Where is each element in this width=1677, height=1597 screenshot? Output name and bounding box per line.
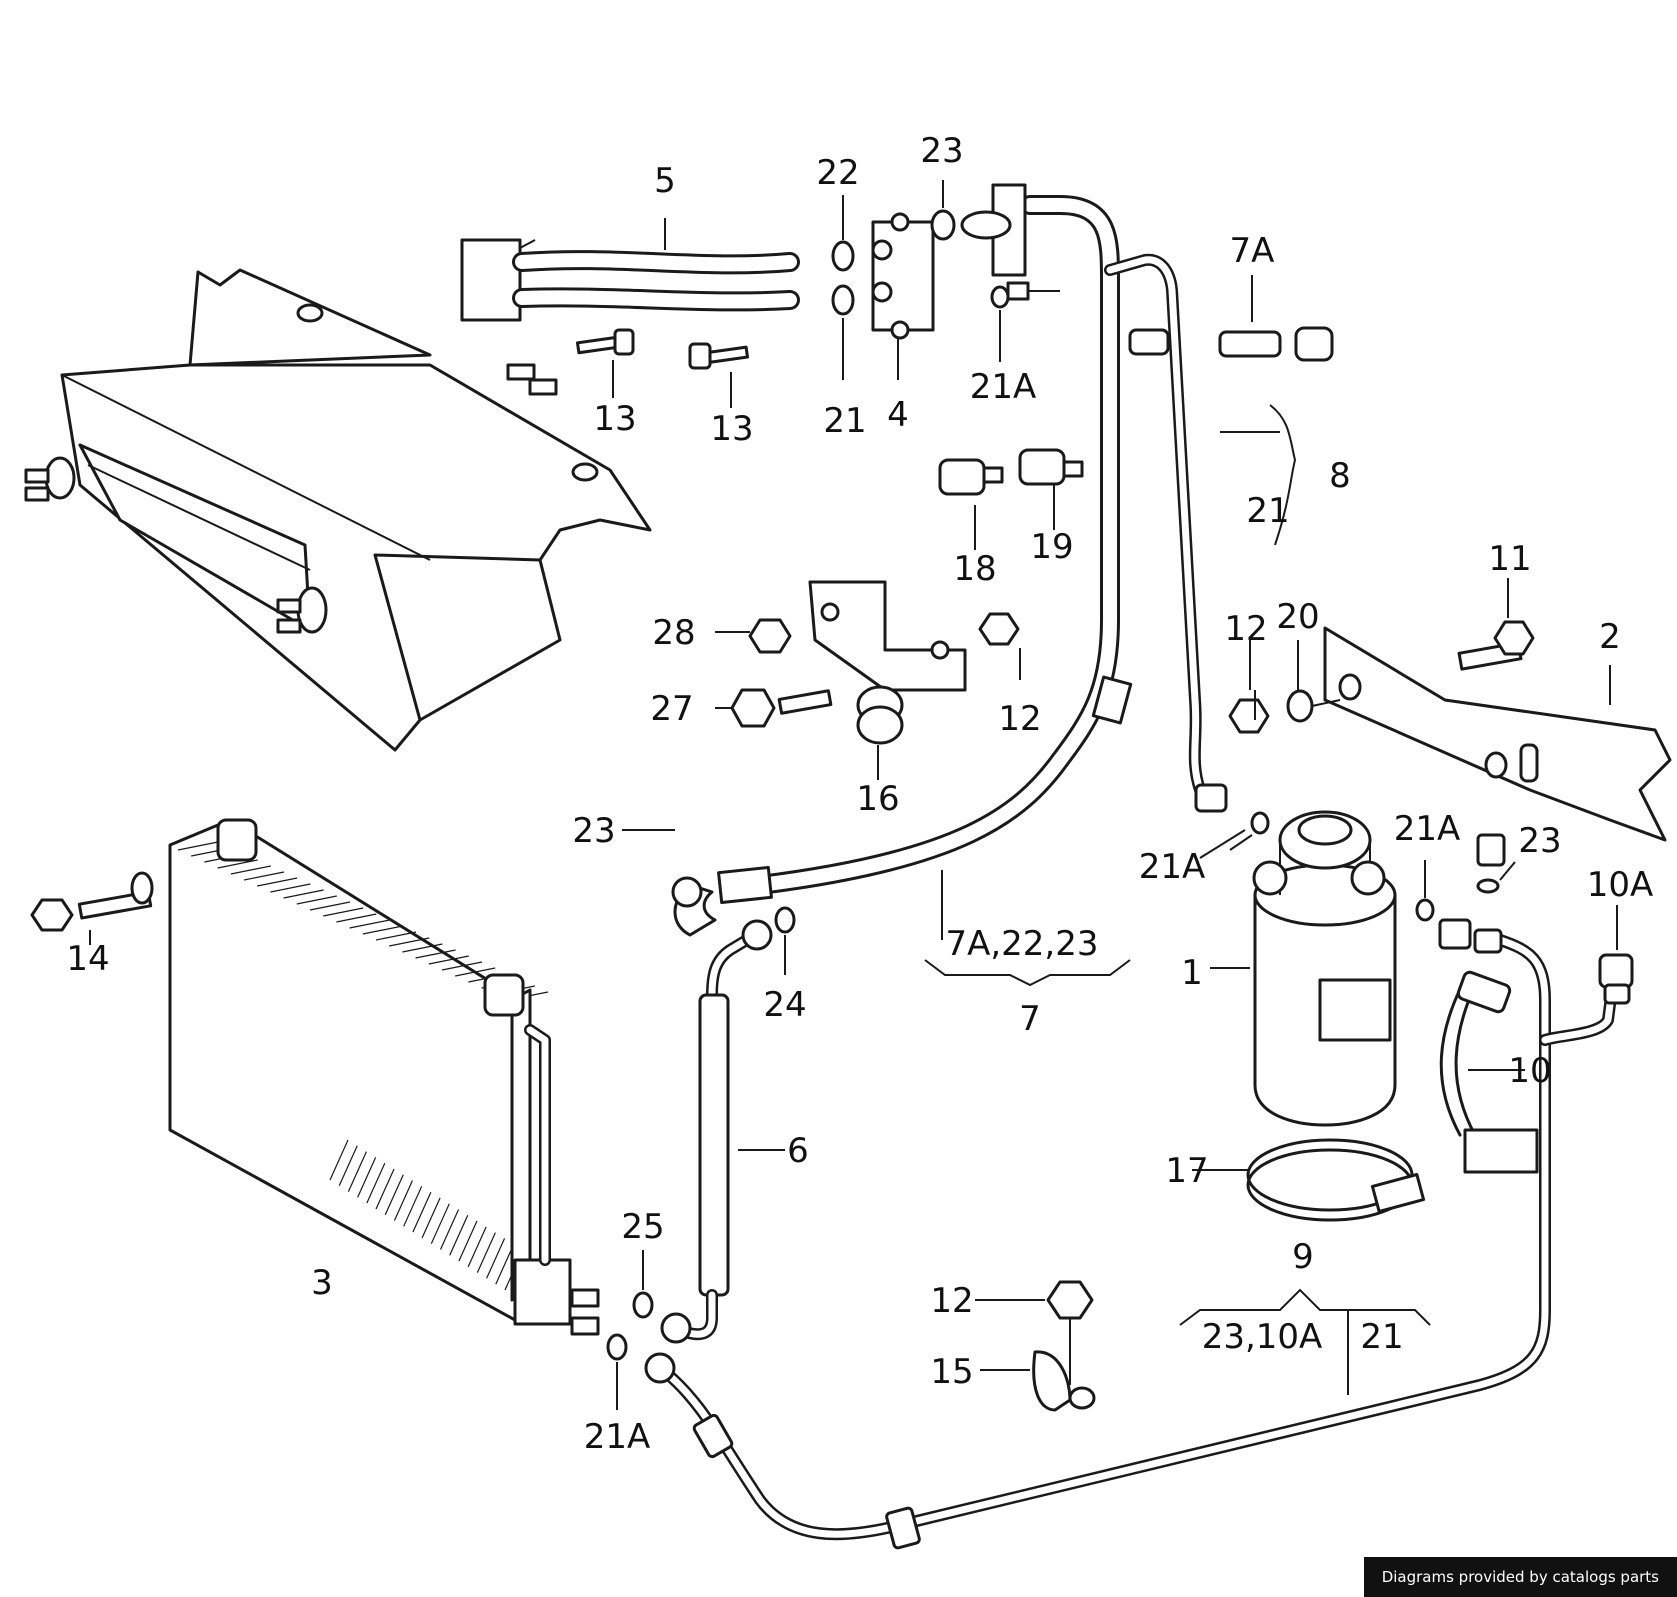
label-28: 28 <box>652 613 695 653</box>
o-rings-21a-drier <box>1229 811 1435 922</box>
refrigerant-line-7 <box>671 183 1170 937</box>
label-1: 1 <box>1181 953 1203 993</box>
label-7a-22-23: 7A,22,23 <box>945 924 1098 964</box>
label-10: 10 <box>1508 1051 1551 1091</box>
refrigerant-line-8 <box>1104 253 1228 813</box>
label-15: 15 <box>930 1352 973 1392</box>
label-8: 8 <box>1329 456 1351 496</box>
label-16: 16 <box>856 779 899 819</box>
mounting-bracket <box>715 580 1021 780</box>
label-2: 2 <box>1599 617 1621 657</box>
label-9-sub-left: 23,10A <box>1202 1317 1323 1357</box>
label-13-right: 13 <box>710 409 753 449</box>
evaporator-housing <box>24 268 652 752</box>
label-5: 5 <box>654 161 676 201</box>
label-21-valve: 21 <box>823 401 866 441</box>
bolt-11 <box>1457 578 1535 671</box>
label-8-sub-21: 21 <box>1246 491 1289 531</box>
label-24: 24 <box>763 985 806 1025</box>
diagram-credit-badge: Diagrams provided by catalogs parts <box>1363 1557 1677 1597</box>
bolts-13 <box>575 328 749 408</box>
label-12-bolt: 12 <box>1224 609 1267 649</box>
label-13-left: 13 <box>593 399 636 439</box>
label-10a: 10A <box>1587 865 1654 905</box>
part-labels: 1 2 3 4 5 6 7 7A 7A,22,23 8 21 9 23,10A … <box>66 131 1653 1457</box>
expansion-valve-4 <box>871 212 935 340</box>
temperature-sensors-18-19 <box>938 448 1084 550</box>
label-12-bottom: 12 <box>930 1281 973 1321</box>
label-27: 27 <box>650 689 693 729</box>
label-7a-top: 7A <box>1230 231 1275 271</box>
label-21a-drier-left: 21A <box>1139 847 1206 887</box>
o-ring-23-and-21a-valve <box>930 180 1010 362</box>
label-6: 6 <box>787 1131 809 1171</box>
nut-12-bottom <box>975 1280 1094 1385</box>
label-20: 20 <box>1276 597 1319 637</box>
label-25: 25 <box>621 1207 664 1247</box>
bracket-2 <box>1323 626 1672 842</box>
group-brackets <box>924 870 1431 1395</box>
label-11: 11 <box>1488 539 1531 579</box>
label-21a-drier-right: 21A <box>1394 809 1461 849</box>
label-22: 22 <box>816 153 859 193</box>
nut-12-washer-20 <box>1228 640 1341 734</box>
refrigerant-line-6 <box>660 906 796 1344</box>
service-valve-7a <box>1218 275 1334 362</box>
clip-15 <box>980 1350 1096 1412</box>
condenser-3 <box>168 818 600 1336</box>
label-21a-condenser: 21A <box>584 1417 651 1457</box>
brace-8 <box>1220 404 1297 546</box>
label-12-bracket: 12 <box>998 699 1041 739</box>
pressure-switch-23-10 <box>1438 833 1539 1174</box>
label-17: 17 <box>1165 1151 1208 1191</box>
label-19: 19 <box>1030 527 1073 567</box>
label-21a-valve: 21A <box>970 367 1037 407</box>
suction-pressure-line-5 <box>460 238 800 322</box>
o-rings-21-22 <box>831 195 899 380</box>
refrigerant-line-9 <box>644 928 1551 1550</box>
label-4: 4 <box>887 395 909 435</box>
receiver-drier-1 <box>1210 810 1397 1127</box>
label-18: 18 <box>953 549 996 589</box>
label-14: 14 <box>66 939 109 979</box>
label-23-valve: 23 <box>920 131 963 171</box>
label-23-hose: 23 <box>572 811 615 851</box>
bolt-14 <box>30 871 154 945</box>
label-7: 7 <box>1019 999 1041 1039</box>
label-leaders <box>622 218 1256 859</box>
label-9: 9 <box>1292 1237 1314 1277</box>
o-rings-25-21a-condenser <box>606 1250 654 1410</box>
line-10a <box>1539 905 1634 1046</box>
hose-clamp-17 <box>1192 1138 1426 1222</box>
label-23-switch: 23 <box>1518 821 1561 861</box>
label-9-sub-right: 21 <box>1360 1317 1403 1357</box>
label-3: 3 <box>311 1263 333 1303</box>
